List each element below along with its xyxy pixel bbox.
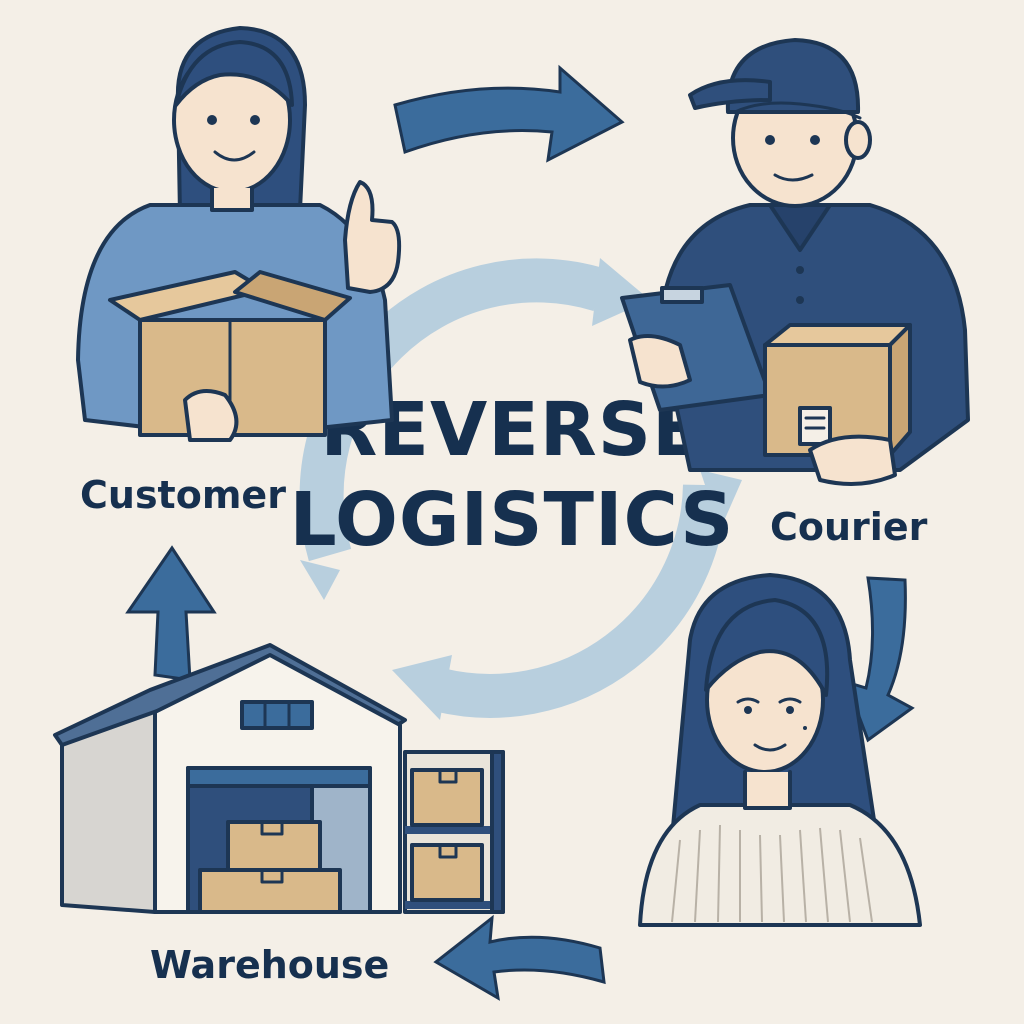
customer-label: Customer — [80, 473, 286, 517]
flow-arrow-courier-to-receiver — [843, 576, 915, 743]
warehouse-illustration: Warehouse — [53, 643, 505, 987]
customer-illustration: Customer — [76, 26, 402, 517]
warehouse-label: Warehouse — [150, 943, 389, 987]
courier-label: Courier — [770, 505, 928, 549]
receiver-illustration — [638, 573, 922, 927]
flow-arrow-receiver-to-warehouse — [433, 914, 606, 1001]
flow-arrow-customer-to-courier — [393, 64, 625, 163]
courier-illustration: Courier — [620, 38, 970, 549]
flow-arrow-warehouse-to-customer — [125, 545, 217, 682]
warehouse-icon — [53, 643, 505, 914]
title-line-2: LOGISTICS — [290, 477, 735, 563]
cardboard-box-icon — [763, 323, 912, 457]
